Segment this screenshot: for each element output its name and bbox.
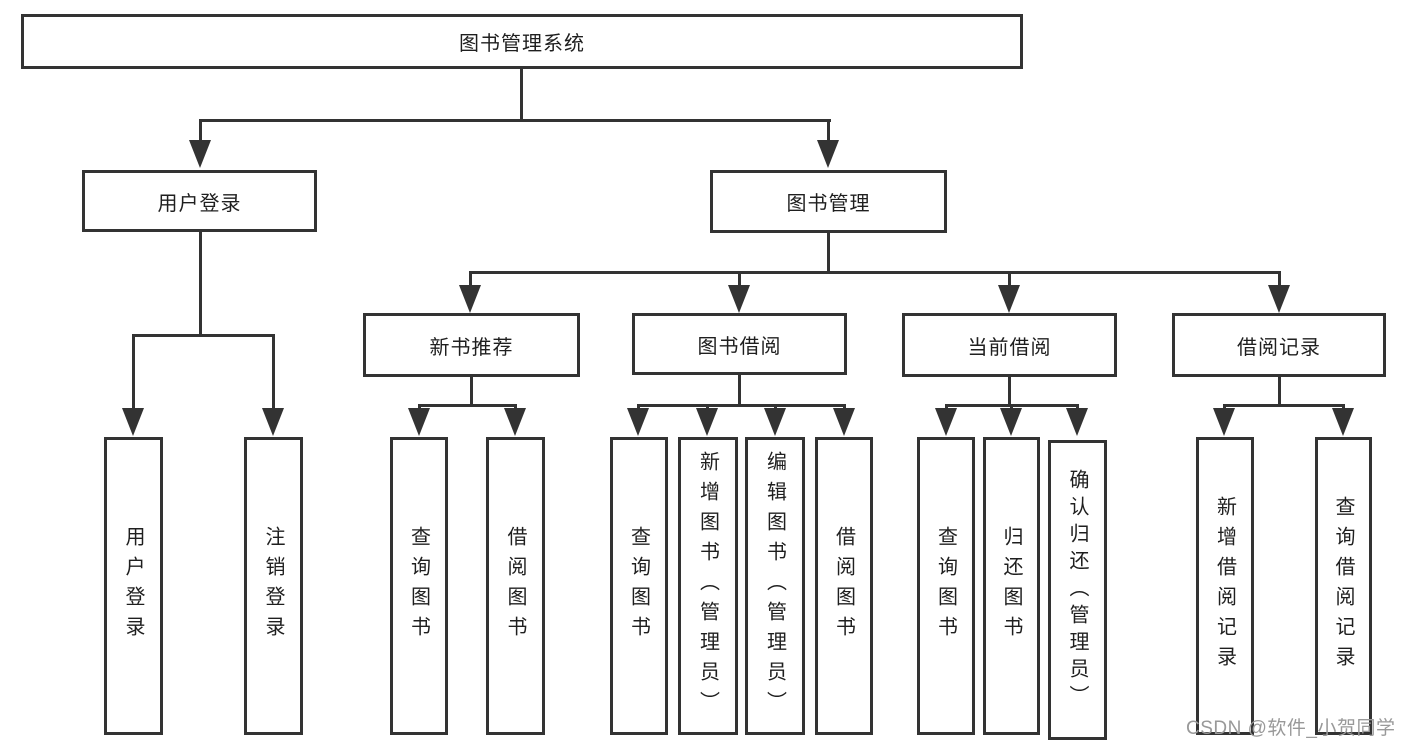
node-root: 图书管理系统 — [21, 14, 1023, 69]
node-new-book-rec: 新书推荐 — [363, 313, 580, 377]
connector-borrowrecords-down — [1278, 377, 1281, 406]
connector-userlogin-c2-stem — [272, 334, 275, 410]
arrowhead-bookborrow-icon — [728, 285, 750, 313]
arrowhead-bb-c3-icon — [764, 408, 786, 436]
node-leaf-br-add-record-label: 新增借阅记录 — [1213, 496, 1236, 676]
connector-borrowrecords-stem — [1278, 271, 1281, 287]
arrowhead-cb-c2-icon — [1000, 408, 1022, 436]
arrowhead-newbookrec-icon — [459, 285, 481, 313]
node-user-login: 用户登录 — [82, 170, 317, 232]
node-leaf-bb-add-books-admin-label: 新增图书（管理员） — [696, 451, 719, 721]
connector-level3-bar — [469, 271, 1281, 274]
node-leaf-cb-return-books-label: 归还图书 — [1000, 526, 1022, 646]
connector-userlogin-down — [199, 232, 202, 336]
arrowhead-bookmgmt-icon — [817, 140, 839, 168]
node-leaf-bb-borrow-books: 借阅图书 — [815, 437, 873, 735]
node-leaf-br-query-record: 查询借阅记录 — [1315, 437, 1372, 735]
connector-newbookrec-bar — [418, 404, 517, 407]
arrowhead-bb-c4-icon — [833, 408, 855, 436]
connector-bookborrow-bar — [637, 404, 846, 407]
arrowhead-userlogin-c2-icon — [262, 408, 284, 436]
connector-currentborrow-down — [1008, 377, 1011, 406]
connector-borrowrecords-bar — [1223, 404, 1345, 407]
arrowhead-bb-c1-icon — [627, 408, 649, 436]
node-leaf-bb-add-books-admin: 新增图书（管理员） — [678, 437, 738, 735]
node-leaf-user-login: 用户登录 — [104, 437, 163, 735]
arrowhead-userlogin-icon — [189, 140, 211, 168]
node-current-borrow-label: 当前借阅 — [967, 336, 1052, 359]
node-leaf-cb-query-books-label: 查询图书 — [934, 526, 957, 646]
node-leaf-bb-edit-books-admin-label: 编辑图书（管理员） — [763, 451, 786, 721]
node-current-borrow: 当前借阅 — [902, 313, 1117, 377]
arrowhead-bb-c2-icon — [696, 408, 718, 436]
connector-newbookrec-down — [470, 377, 473, 406]
connector-userlogin-c1-stem — [132, 334, 135, 410]
node-book-borrow: 图书借阅 — [632, 313, 847, 375]
connector-userlogin-stem — [199, 119, 202, 143]
node-root-label: 图书管理系统 — [459, 33, 585, 55]
node-leaf-nbr-borrow-books: 借阅图书 — [486, 437, 545, 735]
arrowhead-nbr-c1-icon — [408, 408, 430, 436]
node-leaf-cb-confirm-return-admin-label: 确认归还（管理员） — [1066, 468, 1088, 712]
node-leaf-bb-query-books-label: 查询图书 — [627, 526, 650, 646]
node-leaf-user-login-label: 用户登录 — [122, 526, 144, 646]
node-new-book-rec-label: 新书推荐 — [429, 336, 514, 359]
arrowhead-cb-c1-icon — [935, 408, 957, 436]
arrowhead-cb-c3-icon — [1066, 408, 1088, 436]
connector-currentborrow-stem — [1008, 271, 1011, 287]
arrowhead-borrowrecords-icon — [1268, 285, 1290, 313]
node-leaf-nbr-borrow-books-label: 借阅图书 — [504, 526, 526, 646]
connector-userlogin-bar — [132, 334, 275, 337]
node-leaf-bb-query-books: 查询图书 — [610, 437, 668, 735]
connector-bookmgmt-stem — [827, 119, 830, 143]
node-leaf-bb-edit-books-admin: 编辑图书（管理员） — [745, 437, 805, 735]
connector-newbookrec-stem — [469, 271, 472, 287]
connector-level2-bar — [199, 119, 831, 122]
csdn-watermark: CSDN @软件_小贺同学 — [1186, 718, 1396, 739]
node-leaf-br-add-record: 新增借阅记录 — [1196, 437, 1254, 735]
node-leaf-logout-label: 注销登录 — [262, 526, 284, 646]
node-leaf-nbr-query-books-label: 查询图书 — [407, 526, 430, 646]
node-book-mgmt-label: 图书管理 — [786, 193, 871, 215]
node-leaf-logout: 注销登录 — [244, 437, 303, 735]
node-leaf-br-query-record-label: 查询借阅记录 — [1332, 496, 1354, 676]
node-borrow-records-label: 借阅记录 — [1237, 336, 1321, 359]
arrowhead-userlogin-c1-icon — [122, 408, 144, 436]
arrowhead-nbr-c2-icon — [504, 408, 526, 436]
arrowhead-br-c1-icon — [1213, 408, 1235, 436]
node-leaf-cb-query-books: 查询图书 — [917, 437, 975, 735]
node-leaf-cb-return-books: 归还图书 — [983, 437, 1040, 735]
node-leaf-bb-borrow-books-label: 借阅图书 — [832, 526, 855, 646]
connector-bookborrow-stem — [738, 271, 741, 287]
node-book-mgmt: 图书管理 — [710, 170, 947, 233]
arrowhead-br-c2-icon — [1332, 408, 1354, 436]
node-user-login-label: 用户登录 — [157, 192, 242, 215]
node-borrow-records: 借阅记录 — [1172, 313, 1386, 377]
node-leaf-nbr-query-books: 查询图书 — [390, 437, 448, 735]
node-leaf-cb-confirm-return-admin: 确认归还（管理员） — [1048, 440, 1107, 740]
node-book-borrow-label: 图书借阅 — [697, 335, 782, 358]
connector-bookborrow-down — [738, 375, 741, 406]
connector-bookmgmt-down — [827, 233, 830, 273]
connector-root-stem — [520, 69, 523, 120]
arrowhead-currentborrow-icon — [998, 285, 1020, 313]
